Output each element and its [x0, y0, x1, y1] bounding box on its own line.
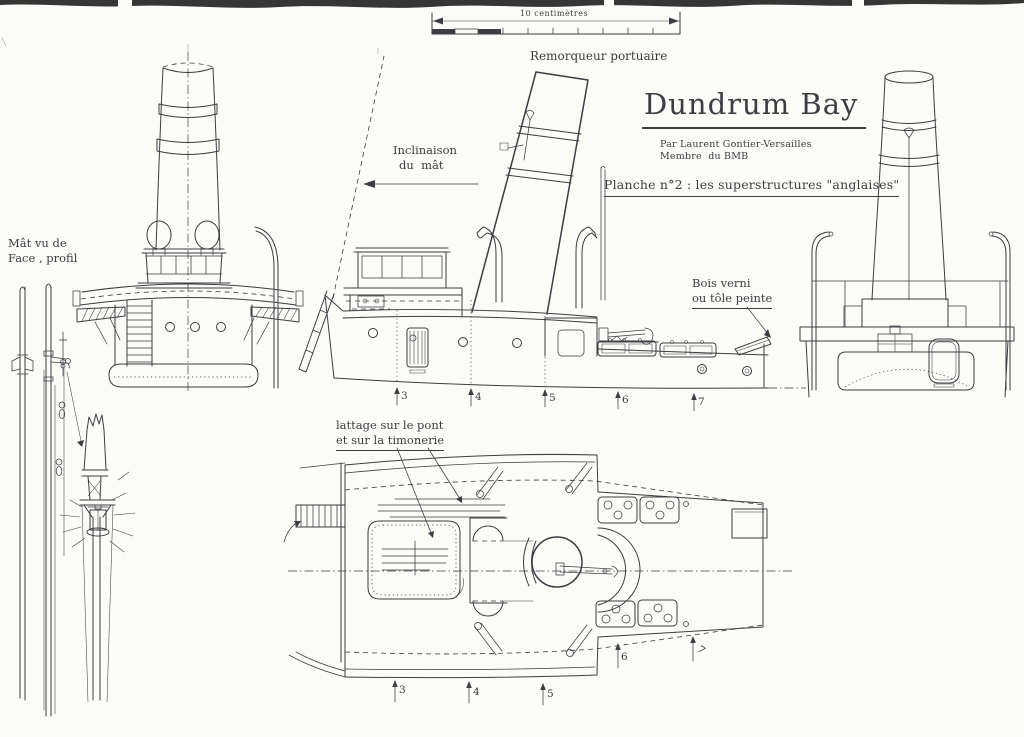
- subject-label: Remorqueur portuaire: [530, 49, 668, 63]
- mast-detail-drawing: [11, 283, 136, 717]
- side-section-7: 7: [698, 396, 705, 408]
- planking-line2: et sur la timonerie: [336, 432, 445, 447]
- side-section-3: 3: [401, 390, 408, 402]
- plate-caption: Planche n°2 : les superstructures "angla…: [604, 177, 900, 198]
- side-section-4: 4: [475, 391, 482, 403]
- scan-edge: [0, 0, 1024, 55]
- author-line1: Par Laurent Gontier-Versailles: [660, 139, 812, 150]
- incline-line1: Inclinaison: [393, 143, 457, 157]
- side-view-drawing: [298, 55, 806, 412]
- plan-view-drawing: [283, 453, 795, 706]
- rear-view-drawing: [799, 70, 1015, 398]
- material-line2: ou tôle peinte: [692, 290, 773, 305]
- planking-line1: lattage sur le pont: [336, 418, 444, 432]
- scale-bar-drawing: [431, 11, 681, 35]
- plan-section-4: 4: [473, 686, 480, 698]
- page-title: Dundrum Bay: [642, 86, 867, 129]
- plan-section-6: 6: [621, 651, 628, 663]
- plan-section-5: 5: [547, 688, 554, 700]
- mast-label-line1: Mât vu de: [8, 236, 67, 250]
- material-line1: Bois verni: [692, 276, 751, 290]
- author-line2: Membre du BMB: [660, 151, 749, 163]
- mast-label-line2: Face , profil: [8, 250, 78, 265]
- front-view-drawing: [58, 52, 304, 392]
- side-section-6: 6: [622, 394, 629, 406]
- side-section-5: 5: [549, 392, 556, 404]
- scale-bar-label: 10 centimètres: [520, 9, 589, 18]
- plan-section-3: 3: [399, 684, 406, 696]
- incline-line2: du mât: [399, 157, 444, 172]
- annotation-leaders: [363, 180, 771, 538]
